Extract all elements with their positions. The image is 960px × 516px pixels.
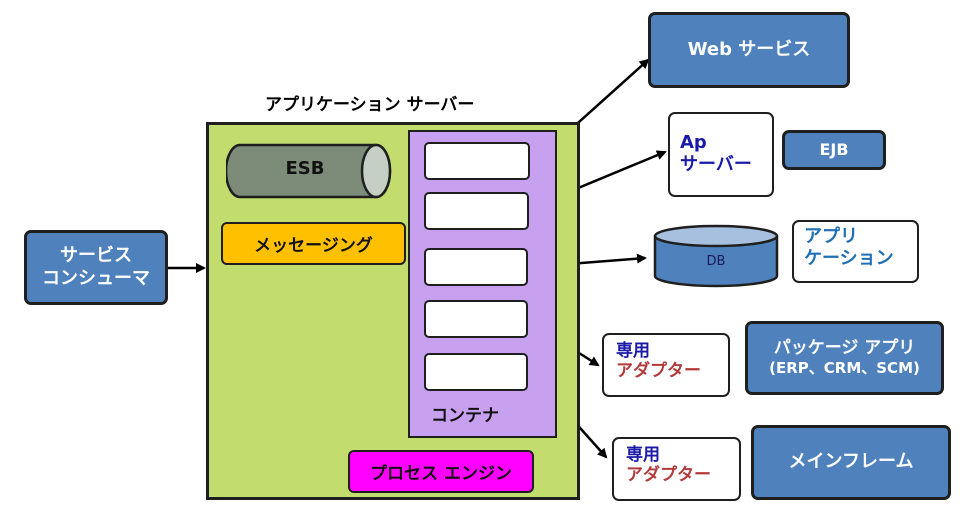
adapter-1-line1: 専用 xyxy=(616,341,650,361)
application-box: アプリ ケーション xyxy=(792,220,919,283)
container-slot-5 xyxy=(424,353,528,391)
service-consumer-box: サービス コンシューマ xyxy=(24,230,168,305)
application-line2: ケーション xyxy=(804,247,894,269)
web-service-box: Web サービス xyxy=(648,12,850,88)
app-server-title: アプリケーション サーバー xyxy=(265,95,475,115)
container-slot-4 xyxy=(424,300,528,338)
package-app-line2: (ERP、CRM、SCM) xyxy=(769,359,920,378)
db-label: DB xyxy=(706,254,726,269)
container-label: コンテナ xyxy=(431,406,499,426)
ejb-box: EJB xyxy=(782,130,886,170)
messaging-box: メッセージング xyxy=(221,222,406,265)
application-line1: アプリ xyxy=(804,226,858,247)
adapter-2-line2: アダプター xyxy=(626,465,711,486)
ap-server-box: Ap サーバー xyxy=(668,112,774,197)
adapter-2-box: 専用 アダプター xyxy=(612,437,741,501)
ap-server-line1: Ap xyxy=(680,132,707,153)
package-app-line1: パッケージ アプリ xyxy=(773,338,916,358)
adapter-1-line2: アダプター xyxy=(616,361,701,382)
package-app-box: パッケージ アプリ (ERP、CRM、SCM) xyxy=(745,321,944,395)
db-cylinder xyxy=(653,224,779,288)
mainframe-box: メインフレーム xyxy=(751,425,951,500)
service-consumer-line2: コンシューマ xyxy=(42,267,150,289)
ap-server-line2: サーバー xyxy=(680,153,752,175)
adapter-1-box: 専用 アダプター xyxy=(602,333,730,397)
adapter-2-line1: 専用 xyxy=(626,445,660,465)
service-consumer-line1: サービス xyxy=(60,245,132,266)
esb-label: ESB xyxy=(285,158,325,179)
container-slot-3 xyxy=(424,248,528,286)
container-slot-1 xyxy=(424,142,530,180)
process-engine-box: プロセス エンジン xyxy=(348,450,534,493)
esb-cylinder xyxy=(226,143,392,199)
container-slot-2 xyxy=(424,192,529,230)
